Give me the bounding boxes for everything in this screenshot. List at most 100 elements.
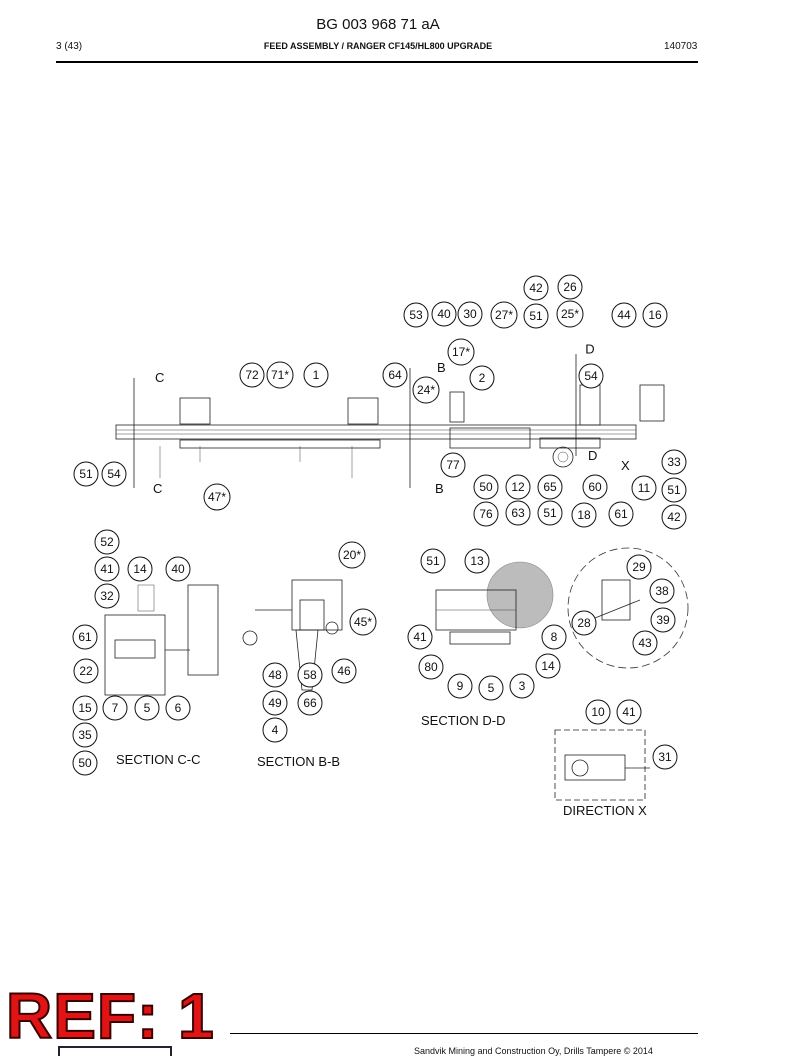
svg-text:30: 30 — [463, 307, 477, 321]
callout: 45* — [349, 608, 377, 636]
svg-text:45*: 45* — [354, 615, 372, 629]
svg-text:5: 5 — [144, 701, 151, 715]
svg-text:51: 51 — [667, 483, 681, 497]
svg-text:71*: 71* — [271, 368, 289, 382]
callout: 40 — [165, 556, 191, 582]
callout: 49 — [262, 690, 288, 716]
svg-text:2: 2 — [479, 371, 486, 385]
svg-text:26: 26 — [563, 280, 577, 294]
marker-b-top: B — [437, 360, 446, 375]
svg-text:7: 7 — [112, 701, 119, 715]
main-view — [115, 354, 665, 488]
svg-text:64: 64 — [388, 368, 402, 382]
reference-stamp: REF: 1 — [5, 980, 215, 1052]
detail-circle-view — [567, 547, 689, 669]
marker-b-bottom: B — [435, 481, 444, 496]
callout: 11 — [631, 475, 657, 501]
svg-text:15: 15 — [78, 701, 92, 715]
callouts-detail: 29 38 28 39 43 — [571, 554, 676, 656]
svg-text:54: 54 — [584, 369, 598, 383]
svg-text:53: 53 — [409, 308, 423, 322]
callout: 5 — [134, 695, 160, 721]
svg-text:12: 12 — [511, 480, 525, 494]
svg-text:65: 65 — [543, 480, 557, 494]
callout: 41 — [616, 699, 642, 725]
callout: 40 — [431, 301, 457, 327]
svg-text:54: 54 — [107, 467, 121, 481]
callout: 43 — [632, 630, 658, 656]
callout: 14 — [535, 653, 561, 679]
svg-text:16: 16 — [648, 308, 662, 322]
callout: 26 — [557, 274, 583, 300]
svg-text:13: 13 — [470, 554, 484, 568]
svg-text:6: 6 — [175, 701, 182, 715]
svg-text:31: 31 — [658, 750, 672, 764]
callout: 5 — [478, 675, 504, 701]
marker-c-bottom: C — [153, 481, 162, 496]
svg-text:29: 29 — [632, 560, 646, 574]
callout: 17* — [447, 338, 475, 366]
callout: 29 — [626, 554, 652, 580]
callout: 66 — [297, 690, 323, 716]
svg-text:41: 41 — [622, 705, 636, 719]
callout: 24* — [412, 376, 440, 404]
section-d-d-label: SECTION D-D — [421, 713, 506, 728]
svg-text:49: 49 — [268, 696, 282, 710]
callouts-direction-x: 10 41 31 — [585, 699, 678, 770]
direction-x-label: DIRECTION X — [563, 803, 647, 818]
svg-text:66: 66 — [303, 696, 317, 710]
callout: 58 — [297, 662, 323, 688]
callout: 2 — [469, 365, 495, 391]
marker-d-bottom: D — [588, 448, 597, 463]
section-b-b-view — [242, 579, 343, 691]
svg-text:27*: 27* — [495, 308, 513, 322]
callout: 54 — [578, 363, 604, 389]
callout: 25* — [556, 300, 584, 328]
callout: 7 — [102, 695, 128, 721]
callout: 44 — [611, 302, 637, 328]
section-b-b-label: SECTION B-B — [257, 754, 340, 769]
svg-text:38: 38 — [655, 584, 669, 598]
page-title: FEED ASSEMBLY / RANGER CF145/HL800 UPGRA… — [263, 41, 493, 51]
callout: 33 — [661, 449, 687, 475]
footer-copyright: Sandvik Mining and Construction Oy, Dril… — [414, 1046, 653, 1056]
callout: 77 — [440, 452, 466, 478]
callout: 63 — [505, 500, 531, 526]
svg-text:25*: 25* — [561, 307, 579, 321]
svg-text:76: 76 — [479, 507, 493, 521]
svg-text:80: 80 — [424, 660, 438, 674]
svg-text:42: 42 — [667, 510, 681, 524]
document-number: BG 003 968 71 aA — [316, 16, 440, 33]
callout: D — [585, 342, 594, 357]
svg-text:51: 51 — [529, 309, 543, 323]
callout: 35 — [72, 722, 98, 748]
svg-text:20*: 20* — [343, 548, 361, 562]
svg-text:18: 18 — [577, 508, 591, 522]
svg-text:61: 61 — [614, 507, 628, 521]
callout: 4 — [262, 717, 288, 743]
footer-rule — [230, 1033, 698, 1034]
callout: 15 — [72, 695, 98, 721]
svg-text:28: 28 — [577, 616, 591, 630]
svg-text:41: 41 — [100, 562, 114, 576]
section-c-c-label: SECTION C-C — [116, 752, 201, 767]
marker-x: X — [621, 458, 630, 473]
svg-text:39: 39 — [656, 613, 670, 627]
callout: 12 — [505, 474, 531, 500]
callout: 31 — [652, 744, 678, 770]
callout: 42 — [661, 504, 687, 530]
callout: 20* — [338, 541, 366, 569]
section-markers: C C B B D X — [153, 360, 630, 496]
svg-text:33: 33 — [667, 455, 681, 469]
callout: 8 — [541, 624, 567, 650]
callout: 1 — [303, 362, 329, 388]
callout: 47* — [203, 483, 231, 511]
marker-c-top: C — [155, 370, 164, 385]
svg-text:48: 48 — [268, 668, 282, 682]
direction-x-view — [554, 729, 650, 801]
svg-text:3: 3 — [519, 679, 526, 693]
svg-text:42: 42 — [529, 281, 543, 295]
header-rule — [56, 61, 698, 63]
callout: 39 — [650, 607, 676, 633]
callout: 60 — [582, 474, 608, 500]
